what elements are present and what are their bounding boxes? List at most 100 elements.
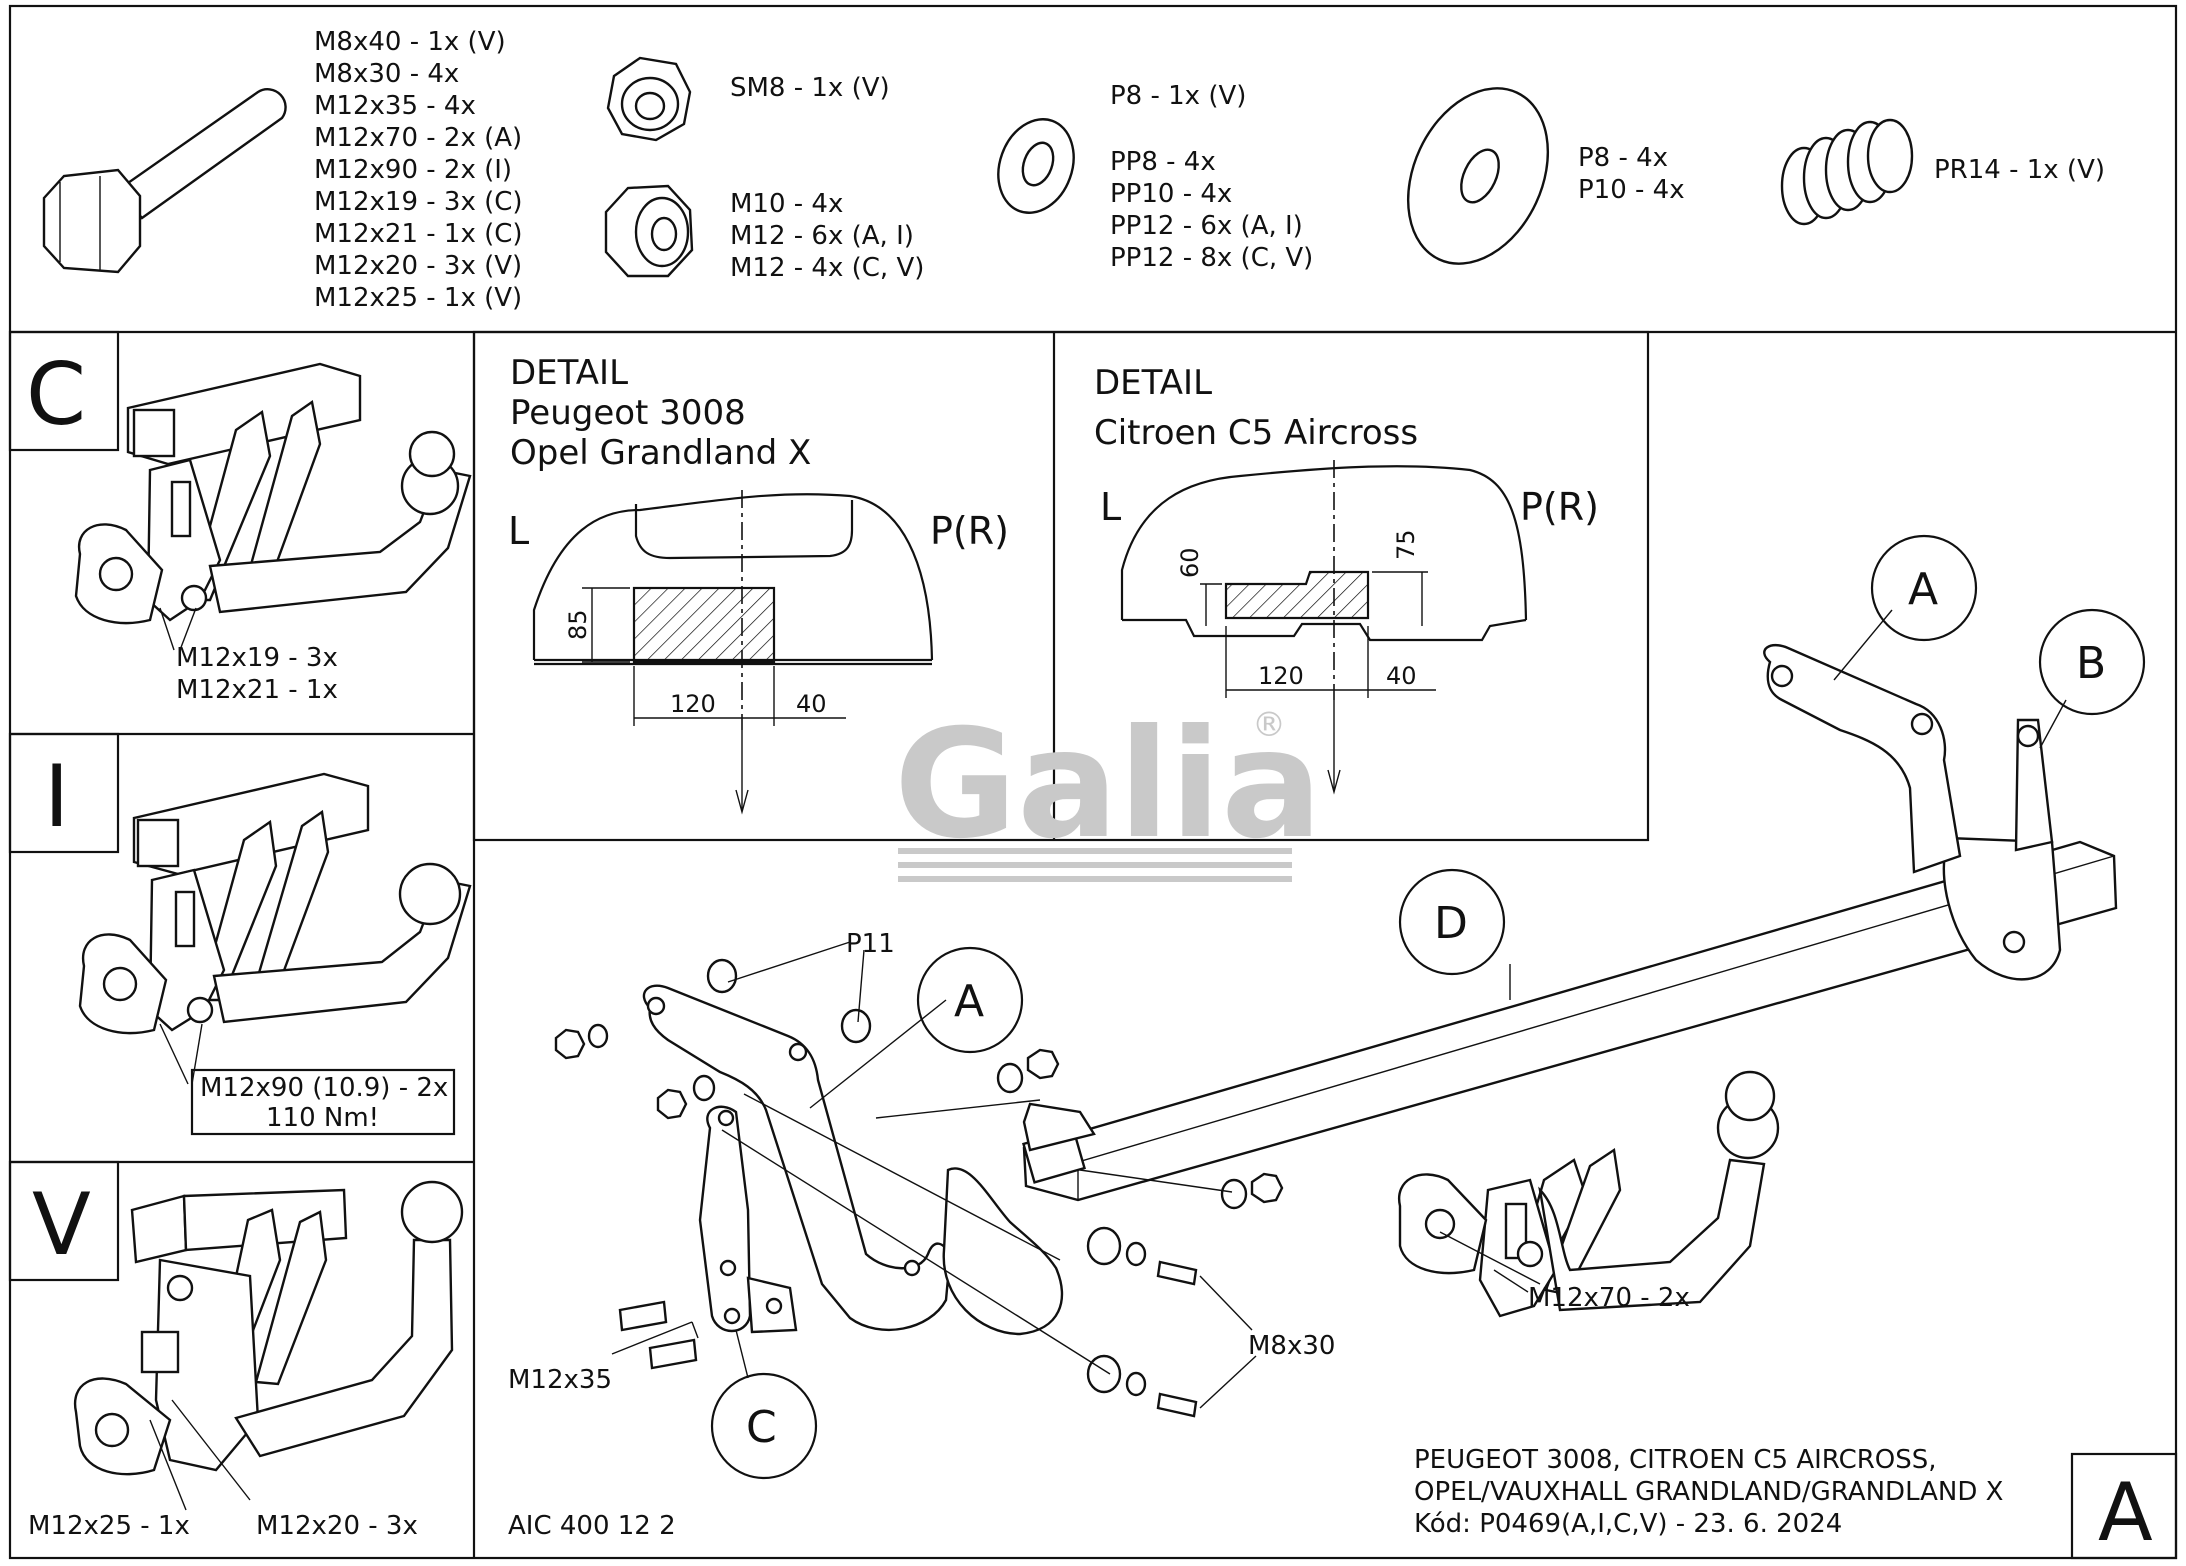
bolt-line: M12x70 - 2x (A) <box>314 123 522 153</box>
bracket-a-right <box>1763 643 1962 874</box>
bolt-line: M12x90 - 2x (I) <box>314 155 512 185</box>
right-side-label: P(R) <box>930 509 1009 553</box>
dim-height: 85 <box>564 609 592 640</box>
bolt-icon <box>42 88 287 274</box>
washer-icon <box>997 118 1075 214</box>
callout-c-label: C <box>746 1402 777 1453</box>
title-block: AIC 400 12 2 PEUGEOT 3008, CITROEN C5 AI… <box>508 1445 2178 1560</box>
detail-vehicle: Peugeot 3008 <box>510 393 746 433</box>
dim-offset: 40 <box>1386 662 1417 690</box>
nut-icon <box>604 184 694 278</box>
logo-text: Galia <box>894 698 1322 872</box>
variant-c-bolt: M12x19 - 3x <box>176 643 338 673</box>
crossbar <box>1022 840 2118 1202</box>
bracket-a-left <box>642 984 952 1331</box>
torque-box <box>190 1068 456 1136</box>
right-side-label: P(R) <box>1520 485 1599 529</box>
main-assembly: A B D A C P11 M12x35 M8x30 M12x70 - 2x <box>508 534 2146 1480</box>
spring-washer-line: PP12 - 6x (A, I) <box>1110 211 1303 241</box>
variant-c-bolts: M12x19 - 3x M12x21 - 1x <box>176 643 346 705</box>
label-m12x35: M12x35 <box>508 1365 612 1395</box>
dim-width: 120 <box>670 690 716 718</box>
registered-mark: ® <box>1252 705 1286 745</box>
callout-c <box>710 1372 818 1480</box>
variant-c-panel: C M12x19 - 3x M12x21 - 1x <box>8 330 472 705</box>
leader-lines <box>611 609 2067 1409</box>
vehicle-line: PEUGEOT 3008, CITROEN C5 AIRCROSS, <box>1414 1445 1937 1475</box>
loop-plate <box>942 1167 1064 1336</box>
leader-line <box>191 1023 203 1085</box>
product-code: AIC 400 12 2 <box>508 1511 676 1541</box>
variant-letter: A <box>2098 1466 2153 1559</box>
leader-line <box>149 1419 187 1511</box>
bumper-outline <box>532 493 934 661</box>
nut-list: M10 - 4x M12 - 6x (A, I) M12 - 4x (C, V) <box>730 189 924 283</box>
variant-v-letter: V <box>32 1175 91 1275</box>
callout-d <box>1398 868 1506 976</box>
left-side-label: L <box>508 509 529 553</box>
leader-line <box>159 607 175 651</box>
bolt-line: M8x30 - 4x <box>314 59 459 89</box>
dim-h2: 75 <box>1392 529 1420 560</box>
cutout-area <box>1224 570 1370 620</box>
bolt-line: M12x21 - 1x (C) <box>314 219 523 249</box>
towbar-v-illustration <box>73 1180 464 1476</box>
variant-i-torque: 110 Nm! <box>266 1103 379 1133</box>
vehicle-list: PEUGEOT 3008, CITROEN C5 AIRCROSS, OPEL/… <box>1414 1445 2012 1539</box>
dim-offset: 40 <box>796 690 827 718</box>
callout-a-left-label: A <box>954 976 984 1027</box>
spring-label: PR14 - 1x (V) <box>1934 155 2105 185</box>
callout-b-label: B <box>2076 638 2106 689</box>
bolt-list: M8x40 - 1x (V) M8x30 - 4x M12x35 - 4x M1… <box>314 27 531 313</box>
callout-b <box>2038 608 2146 716</box>
spring-washer-list: PP8 - 4x PP10 - 4x PP12 - 6x (A, I) PP12… <box>1110 147 1313 273</box>
dim-width: 120 <box>1258 662 1304 690</box>
detail-vehicle: Opel Grandland X <box>510 433 811 473</box>
bracket-c <box>698 1105 752 1333</box>
variant-v-bolt-left: M12x25 - 1x <box>28 1511 190 1541</box>
cutout-area <box>632 586 776 664</box>
leader-line <box>171 1399 251 1501</box>
label-m8x30: M8x30 <box>1248 1331 1335 1361</box>
bolt-line: M8x40 - 1x (V) <box>314 27 506 57</box>
variant-v-panel: V M12x25 - 1x M12x20 - 3x <box>8 1160 464 1541</box>
variant-c-letter: C <box>26 345 86 445</box>
callout-d-label: D <box>1434 898 1468 949</box>
callout-a-right-label: A <box>1908 564 1938 615</box>
spring-washer-line: PP10 - 4x <box>1110 179 1232 209</box>
detail-peugeot: DETAIL Peugeot 3008 Opel Grandland X L P… <box>508 353 1009 815</box>
variant-v-bolt-right: M12x20 - 3x <box>256 1511 418 1541</box>
variant-i-panel: I M12x90 (10.9) - 2x 110 Nm! <box>8 732 472 1136</box>
large-washer-icon <box>1406 87 1550 265</box>
nut-line: M10 - 4x <box>730 189 843 219</box>
bolt-line: M12x25 - 1x (V) <box>314 283 522 313</box>
variant-i-letter: I <box>44 747 69 847</box>
leader-line <box>179 607 197 651</box>
vehicle-line: OPEL/VAUXHALL GRANDLAND/GRANDLAND X <box>1414 1477 2003 1507</box>
galia-logo: Galia ® <box>894 698 1322 882</box>
detail-peugeot-title: DETAIL Peugeot 3008 Opel Grandland X <box>510 353 811 473</box>
bolt-line: M12x35 - 4x <box>314 91 476 121</box>
large-washer-list: P8 - 4x P10 - 4x <box>1578 143 1685 205</box>
towbar-i-illustration <box>78 772 472 1035</box>
dim-h1: 60 <box>1176 547 1204 578</box>
spring-washer-line: PP8 - 4x <box>1110 147 1216 177</box>
detail-citroen: DETAIL Citroen C5 Aircross L P(R) 60 75 … <box>1094 363 1599 795</box>
callout-a-left <box>916 946 1024 1054</box>
nut-line: M12 - 4x (C, V) <box>730 253 924 283</box>
detail-heading: DETAIL <box>1094 363 1212 403</box>
bracket-b <box>1942 836 2062 981</box>
large-washer-line: P10 - 4x <box>1578 175 1685 205</box>
bolt-line: M12x19 - 3x (C) <box>314 187 523 217</box>
large-washer-line: P8 - 4x <box>1578 143 1668 173</box>
bumper-edge <box>1122 618 1527 642</box>
detail-vehicle: Citroen C5 Aircross <box>1094 413 1418 453</box>
leader-line <box>159 1023 189 1085</box>
bumper-recess <box>634 500 854 560</box>
bolt-line: M12x20 - 3x (V) <box>314 251 522 281</box>
parts-list: M8x40 - 1x (V) M8x30 - 4x M12x35 - 4x M1… <box>42 27 2105 313</box>
bumper-outline <box>1120 465 1528 621</box>
label-m12x70: M12x70 - 2x <box>1528 1283 1690 1313</box>
lock-nut-icon <box>606 56 692 142</box>
